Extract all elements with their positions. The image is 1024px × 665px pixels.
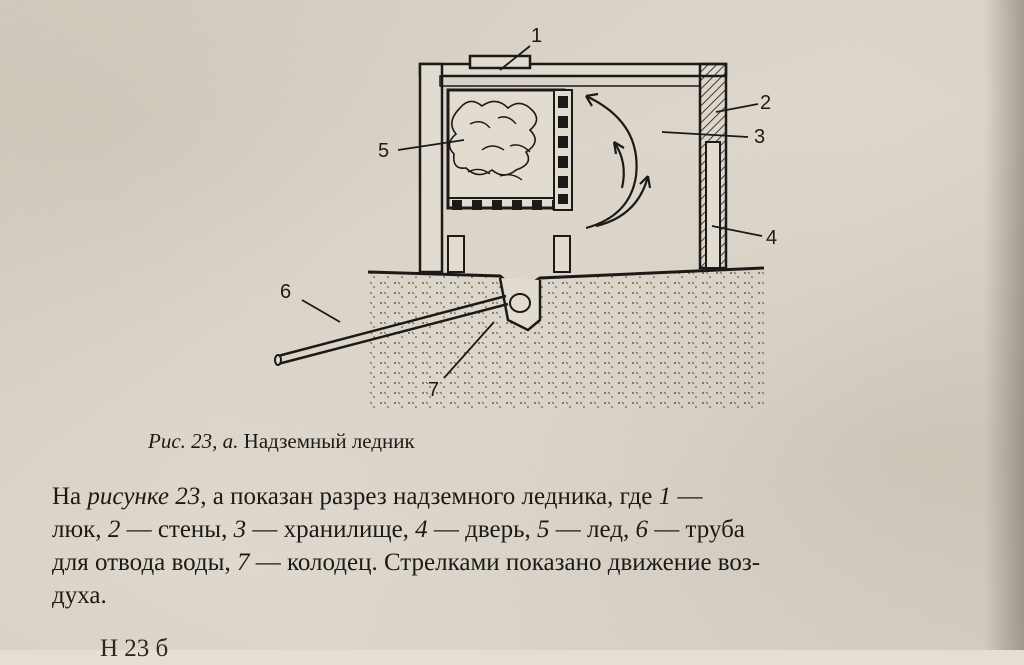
callout-7: 7 — [428, 379, 439, 401]
figure-reference: рисунке 23 — [87, 483, 201, 510]
text-span: — стены, — [120, 516, 234, 543]
text-line-2: люк, 2 — стены, 3 — хранилище, 4 — дверь… — [52, 513, 1012, 546]
callout-2: 2 — [760, 92, 771, 114]
callout-1: 1 — [531, 25, 542, 47]
caption-title: Надземный ледник — [243, 429, 415, 453]
text-span: — труба — [648, 516, 745, 543]
text-span: — дверь, — [427, 516, 538, 543]
text-span: — колодец. Стрелками показано движение в… — [249, 549, 761, 576]
item-number: 6 — [635, 516, 649, 543]
door — [705, 141, 721, 269]
item-number: 7 — [236, 549, 250, 576]
ice-box — [446, 88, 566, 210]
page-edge-shadow — [984, 0, 1024, 650]
figure-caption: Рис. 23, а. Надземный ледник — [148, 428, 415, 454]
item-number: 5 — [537, 516, 550, 543]
well — [498, 277, 542, 332]
supports — [447, 235, 571, 273]
text-line-3: для отвода воды, 7 — колодец. Стрелками … — [52, 546, 1012, 579]
callout-3: 3 — [754, 126, 765, 148]
leader-lines — [301, 45, 763, 379]
text-span: На — [52, 483, 88, 510]
text-span: — лед, — [549, 516, 636, 543]
drain-pipe — [274, 294, 509, 366]
hatch-lid — [468, 54, 532, 70]
item-number: 4 — [415, 516, 428, 543]
caption-reference: Рис. 23, а. — [148, 429, 239, 453]
callout-5: 5 — [378, 140, 389, 162]
text-span: — — [671, 483, 703, 510]
body-paragraph: На рисунке 23, а показан разрез надземно… — [52, 480, 1012, 612]
callout-4: 4 — [766, 227, 777, 249]
item-number: 3 — [233, 516, 247, 543]
cut-off-next-line: Н 23 б — [100, 635, 169, 662]
text-line-4: духа. — [52, 579, 1012, 612]
text-span: люк, — [52, 516, 108, 543]
text-span: — хранилище, — [246, 516, 416, 543]
text-span: духа. — [52, 582, 107, 609]
air-flow-arrows — [585, 92, 652, 230]
item-number: 1 — [658, 483, 672, 510]
text-line-1: На рисунке 23, а показан разрез надземно… — [52, 480, 1012, 513]
text-span: для отвода воды, — [52, 549, 237, 576]
glacier-cross-section-figure: 1 2 3 4 5 6 7 — [274, 25, 777, 410]
item-number: 2 — [107, 516, 121, 543]
slatted-grate — [553, 89, 573, 211]
text-span: , а показан разрез надземного ледника, г… — [200, 483, 659, 510]
callout-6: 6 — [280, 281, 291, 303]
